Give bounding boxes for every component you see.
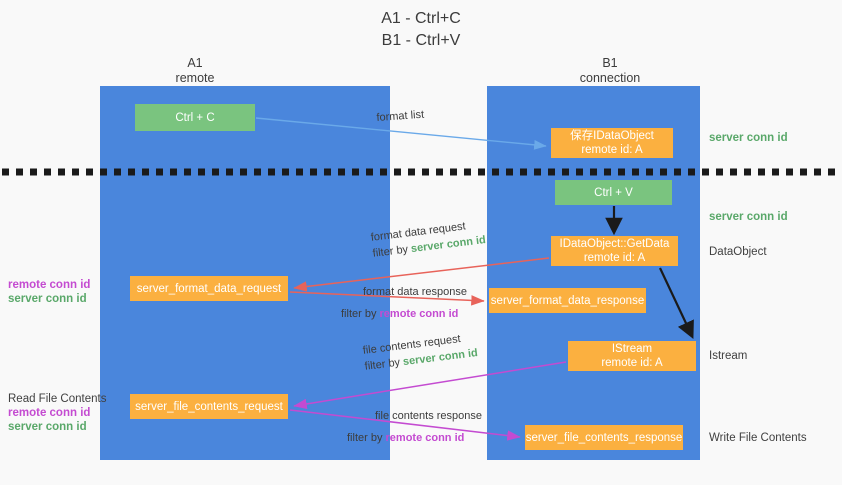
node-save-dataobject-label: 保存IDataObject	[570, 130, 654, 142]
left-note-server-conn-id: server conn id	[8, 421, 87, 433]
node-ctrl-v[interactable]: Ctrl + V	[555, 180, 672, 205]
note-left-format-conn-ids: remote conn id server conn id	[8, 278, 90, 306]
node-istream-label: IStream	[611, 343, 653, 355]
note-server-conn-id-mid: server conn id	[709, 211, 788, 223]
node-server-file-contents-request-label: server_file_contents_request	[135, 400, 283, 413]
edge-label-format-data-response-line1: format data response	[363, 286, 467, 298]
edge-label-format-list-text: format list	[376, 108, 425, 124]
node-ctrl-v-label: Ctrl + V	[594, 186, 633, 199]
filter-prefix: filter by	[341, 308, 380, 320]
title-line-1: A1 - Ctrl+C	[381, 10, 461, 27]
lane-a1-subtitle: remote	[175, 71, 215, 85]
left-note-read-file-contents-heading: Read File Contents	[8, 393, 107, 405]
note-istream: Istream	[709, 350, 748, 362]
edge-label-file-contents-response-line1: file contents response	[375, 410, 483, 422]
lane-b1-title: B1	[602, 56, 618, 70]
node-server-file-contents-request[interactable]: server_file_contents_request	[130, 394, 288, 419]
title-line-2: B1 - Ctrl+V	[381, 32, 461, 49]
node-save-dataobject[interactable]: 保存IDataObject remote id: A	[551, 128, 673, 158]
filter-prefix: filter by	[364, 356, 404, 373]
lane-header-a1: A1 remote	[130, 56, 260, 86]
edge-label-file-contents-response: file contents response filter by remote …	[347, 409, 483, 445]
note-left-read-file-contents: Read File Contents remote conn id server…	[8, 392, 106, 434]
node-ctrl-c-label: Ctrl + C	[175, 111, 215, 124]
node-server-format-data-response-label: server_format_data_response	[490, 294, 645, 307]
node-istream-remote-id: remote id: A	[601, 357, 663, 369]
node-save-dataobject-remote-id: remote id: A	[581, 144, 643, 156]
node-server-file-contents-response-label: server_file_contents_response	[525, 431, 683, 444]
edge-label-file-contents-response-line2: filter by remote conn id	[347, 431, 482, 445]
node-istream[interactable]: IStream remote id: A	[568, 341, 696, 371]
left-note-remote-conn-id: remote conn id	[8, 279, 91, 291]
node-getdata-remote-id: remote id: A	[583, 252, 646, 264]
node-ctrl-c[interactable]: Ctrl + C	[135, 104, 255, 131]
filter-prefix: filter by	[347, 432, 386, 444]
lane-b1-subtitle: connection	[579, 71, 641, 85]
node-server-format-data-request[interactable]: server_format_data_request	[130, 276, 288, 301]
page-title: A1 - Ctrl+C B1 - Ctrl+V	[221, 8, 621, 52]
node-server-format-data-response[interactable]: server_format_data_response	[489, 288, 646, 313]
edge-label-format-data-response: format data response filter by remote co…	[341, 285, 467, 321]
remote-conn-id-token: remote conn id	[379, 308, 459, 320]
node-server-format-data-request-label: server_format_data_request	[136, 282, 282, 295]
note-dataobject: DataObject	[709, 246, 767, 258]
node-server-file-contents-response[interactable]: server_file_contents_response	[525, 425, 683, 450]
phase-divider	[2, 168, 840, 176]
filter-prefix: filter by	[372, 243, 412, 260]
lane-a1-title: A1	[187, 56, 203, 70]
lane-header-b1: B1 connection	[545, 56, 675, 86]
edge-label-format-data-response-line2: filter by remote conn id	[341, 307, 467, 321]
note-server-conn-id-top: server conn id	[709, 132, 788, 144]
node-getdata[interactable]: IDataObject::GetData remote id: A	[551, 236, 678, 266]
left-note-remote-conn-id: remote conn id	[8, 407, 91, 419]
remote-conn-id-token: remote conn id	[385, 432, 465, 444]
note-write-file-contents: Write File Contents	[709, 432, 807, 444]
left-note-server-conn-id: server conn id	[8, 293, 87, 305]
edge-label-format-list: format list	[376, 108, 425, 125]
node-getdata-label: IDataObject::GetData	[559, 238, 670, 250]
